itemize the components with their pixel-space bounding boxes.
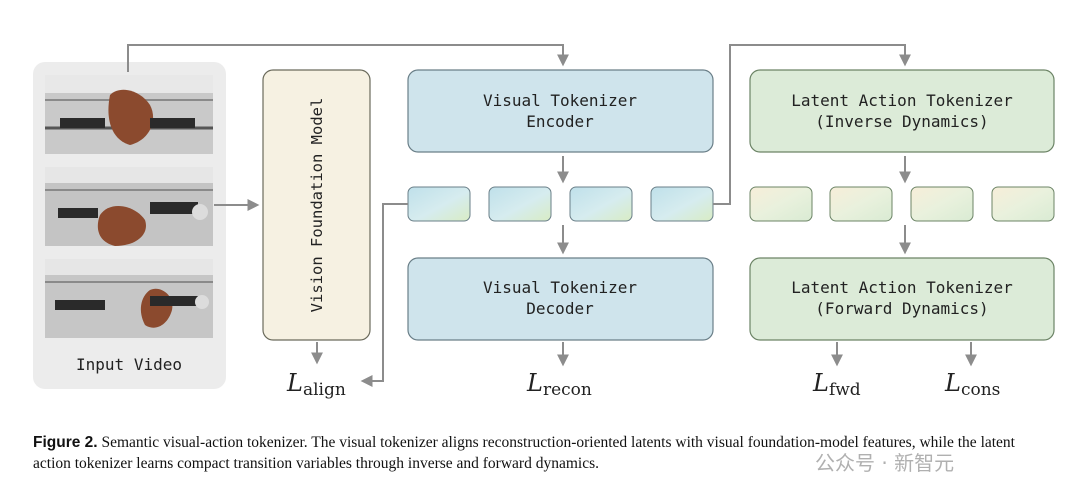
watermark: 公众号 · 新智元 [815,451,955,475]
vision-foundation-model-box: Vision Foundation Model [262,69,371,341]
loss-labels: Lalign Lrecon Lfwd Lcons [286,369,1000,400]
connector-arrows [127,44,977,387]
visual-token [569,186,633,222]
arrow-token-to-align [360,203,408,387]
action-inverse-line2: (Inverse Dynamics) [815,112,988,131]
visual-token [407,186,471,222]
loss-cons: Lcons [944,369,1000,400]
figure-caption-text: Semantic visual-action tokenizer. The vi… [33,434,1015,472]
action-forward-line1: Latent Action Tokenizer [791,278,1013,297]
loss-fwd: Lfwd [812,369,861,400]
latent-action-forward-box: Latent Action Tokenizer (Forward Dynamic… [749,257,1055,341]
input-video-label: Input Video [76,355,182,374]
action-inverse-line1: Latent Action Tokenizer [791,91,1013,110]
figure-label: Figure 2. [33,434,98,451]
action-token [749,186,813,222]
visual-token [488,186,552,222]
action-token [991,186,1055,222]
arrow-tokens-to-action-tokenizer [713,44,911,205]
latent-action-inverse-box: Latent Action Tokenizer (Inverse Dynamic… [749,69,1055,153]
video-frame-1 [45,75,213,154]
action-forward-line2: (Forward Dynamics) [815,299,988,318]
loss-align: Lalign [286,369,346,400]
input-video-panel: Input Video [33,62,226,389]
visual-latent-tokens [407,186,714,222]
action-token [910,186,974,222]
arrow-input-to-encoder [127,44,569,72]
visual-token [650,186,714,222]
vision-foundation-model-label: Vision Foundation Model [308,98,326,313]
visual-encoder-line2: Encoder [526,112,594,131]
action-token [829,186,893,222]
visual-decoder-line2: Decoder [526,299,594,318]
loss-recon: Lrecon [526,369,592,400]
action-latent-tokens [749,186,1055,222]
visual-decoder-line1: Visual Tokenizer [483,278,637,297]
visual-tokenizer-encoder-box: Visual Tokenizer Encoder [407,69,714,153]
video-frame-2 [45,167,213,246]
visual-encoder-line1: Visual Tokenizer [483,91,637,110]
visual-tokenizer-decoder-box: Visual Tokenizer Decoder [407,257,714,341]
figure-caption: Figure 2. Semantic visual-action tokeniz… [33,432,1053,474]
video-frame-3 [45,259,213,338]
